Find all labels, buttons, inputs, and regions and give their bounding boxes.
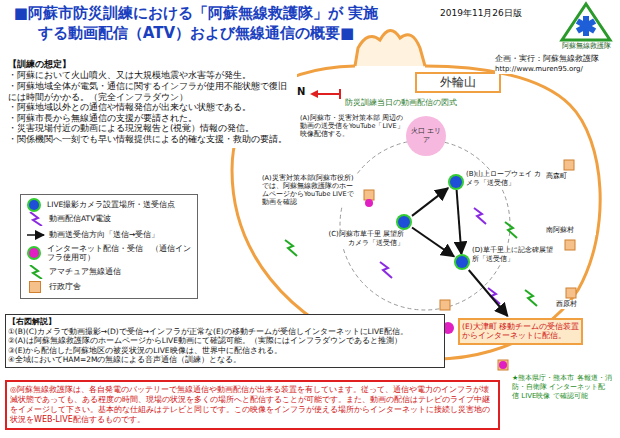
logo-label: 阿蘇無線救護隊 [550,42,620,50]
ham-bolt [505,222,517,238]
north-arrow-head [310,90,318,98]
box-text: ・阿蘇市長から無線通信の支援が要請された。 [8,113,294,124]
legend-arrow-line [27,234,44,236]
internet-dot [499,361,507,369]
region-label-box: 外輪山 [415,72,501,93]
legend-text: 動画送受信方向「送信→受信」 [49,230,159,239]
atv-bolt [380,262,392,278]
legend-swatch [29,200,39,210]
box-text: ①(B)(C)カメラで動画撮影→(D)で受信→インフラが正常な(E)の移動チーム… [8,327,442,336]
legend-row: アマチュア無線通信 [25,265,193,279]
legend-text: 行政庁舎 [49,282,81,291]
internet-dot [365,199,373,207]
info-note: ★熊本県庁・熊本市 各報道・消防・自衛隊 インターネット配信 LIVE映像 で確… [512,374,612,400]
legend-text: LIVE撮影カメラ設置場所・送受信点 [47,200,175,209]
flow-arrow [412,188,448,216]
legend-text: インターネット配信・受信 （通信インフラ使用可） [47,244,193,263]
ham-bolt [285,240,297,256]
date-label: 2019年11月26日版 [440,8,540,19]
box-text: ・阿蘇地域全体が電気・通信に関するインフラが使用不能状態で復旧には時間がかかる。… [8,81,294,102]
point-label: (B)山上ロープウェイ カメラ「送受信」 [466,170,548,188]
legend-bolt [25,212,47,226]
box-text: 外輪山 [418,75,498,90]
box-heading: 【訓練の想定】 [8,59,294,70]
box-text: ③(E)から配信した阿蘇地区の被災状況のLIVE映像は、世界中に配信される。 [8,346,442,355]
legend-bolt [25,265,47,279]
legend-arrow [25,228,47,242]
box-heading: 【右図解説】 [8,317,442,327]
legend-row: 動画配信ATV電波 [25,212,193,226]
legend-text: 動画配信ATV電波 [49,214,111,223]
flow-arrow [469,270,508,316]
point-label: (D)草千里上に記念碑展望所「送受信」 [472,246,554,264]
place-label: 西原村 [556,300,596,309]
title: ■阿蘇市防災訓練における「阿蘇無線救護隊」が 実施する動画配信（ATV）および無… [12,4,380,43]
legend-text: アマチュア無線通信 [49,267,121,276]
box-text: ・災害現場付近の動画による現況報告と(視覚）情報の発信。 [8,123,294,134]
box-text: ◎阿蘇無線救護隊は、各自発電のバッテリーで無線通信や動画配信が出来る装置を有して… [10,385,495,425]
callout-note: (A)阿蘇市・災害対策本部 周辺の動画の送受信をYouTube「LIVE」映像配… [300,114,404,138]
box-text: ・関係機関へ一刻でも早い情報提供による的確な支援・救助の要請。 [8,134,294,145]
north-label: N [297,86,309,99]
point-label: (C)阿蘇市草千里 展望所 カメラ「送受信」 [326,230,404,248]
box-text: (E)大津町 移動チームの受信装置からインターネットに配信。 [462,322,579,341]
url-label: http://www.muren95.org/ [495,65,617,74]
camera-point: (B)山上ロープウェイ カメラ「送受信」 [450,176,462,188]
box-text: ・阿蘇において火山噴火、又は大規模地震や水害等が発生。 [8,70,294,81]
legend-row: LIVE撮影カメラ設置場所・送受信点 [25,200,193,210]
credit-label: 企画・実行：阿蘇無線救護隊 [495,54,617,63]
logo [562,4,610,40]
assumption-box: 【訓練の想定】・阿蘇において火山噴火、又は大規模地震や水害等が発生。・阿蘇地域全… [5,56,297,148]
place-label: 高森町 [546,172,588,181]
box-text: ④全域においてHAM=2Mの無線による音声通信（訓練）となる。 [8,355,442,364]
legend-swatch [29,248,39,258]
camera-point: (C)阿蘇市草千里 展望所 カメラ「送受信」 [398,216,410,228]
legend-row: 動画送受信方向「送信→受信」 [25,228,193,242]
figure-caption: 防災訓練当日の動画配信の図式 [345,98,505,108]
north-tick [339,89,341,99]
legend-box: LIVE撮影カメラ設置場所・送受信点動画配信ATV電波動画送受信方向「送信→受信… [20,194,198,299]
explanation-box: 【右図解説】①(B)(C)カメラで動画撮影→(D)で受信→インフラが正常な(E)… [5,314,445,368]
box-text: ②(A)は阿蘇無線救護隊のホームページからLIVE動画にて確認可能。（実際にはイ… [8,336,442,345]
flow-arrow [457,190,462,254]
place-label: 南阿蘇村 [546,226,596,235]
note-box: ◎阿蘇無線救護隊は、各自発電のバッテリーで無線通信や動画配信が出来る装置を有して… [5,380,500,430]
volcano-peak [355,30,425,66]
legend-bolt-line [30,212,42,226]
box-text: ・阿蘇地域以外との通信や情報発信が出来ない状態である。 [8,102,294,113]
mobile-team-box: (E)大津町 移動チームの受信装置からインターネットに配信。 [458,318,583,345]
legend-bolt-line [30,265,42,279]
box-text: 火口 エリア [409,127,443,145]
legend-row: インターネット配信・受信 （通信インフラ使用可） [25,244,193,263]
area-circle [340,140,510,310]
callout-note: (A)災害対策本部(阿蘇市役所)では、阿蘇無線救護隊のホームページからYouTu… [262,174,358,207]
ham-bolt [525,290,537,306]
receive-point: (D)草千里上に記念碑展望所「送受信」 [456,256,468,268]
legend-swatch [29,281,41,293]
legend-row: 行政庁舎 [25,281,193,293]
atv-bolt [474,208,486,224]
crater-circle: 火口 エリア [406,116,446,156]
flow-arrow [412,228,454,257]
